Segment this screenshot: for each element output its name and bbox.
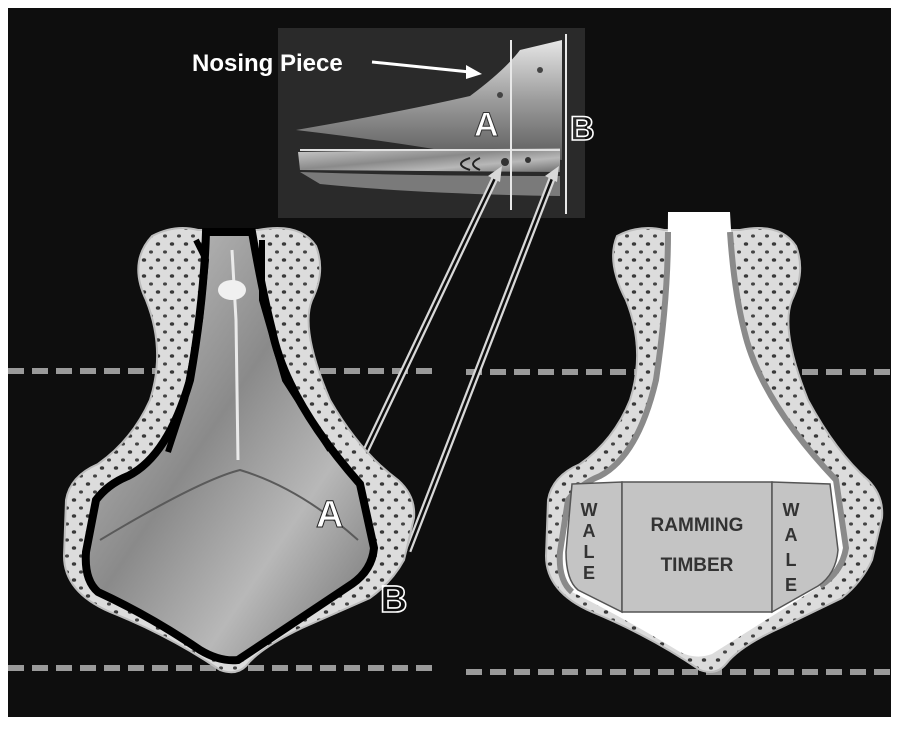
left-wale-letter: L bbox=[584, 542, 595, 562]
right-wale-letter: A bbox=[785, 525, 798, 545]
right-wale-letter: L bbox=[786, 550, 797, 570]
left-wale-letter: A bbox=[583, 521, 596, 541]
left-wale-letter: E bbox=[583, 563, 595, 583]
right-wale-letter: E bbox=[785, 575, 797, 595]
timber-label: TIMBER bbox=[661, 555, 734, 576]
ramming-timber-block bbox=[622, 482, 772, 612]
photo-label-b: B bbox=[570, 110, 595, 148]
ramming-label: RAMMING bbox=[651, 515, 744, 536]
left-wale-letter: W bbox=[581, 500, 598, 520]
photo-label-a: A bbox=[474, 106, 499, 144]
nosing-piece-label: Nosing Piece bbox=[192, 50, 343, 77]
right-wale-letter: W bbox=[783, 500, 800, 520]
section-label-a: A bbox=[316, 494, 343, 536]
section-label-b: B bbox=[380, 579, 407, 621]
